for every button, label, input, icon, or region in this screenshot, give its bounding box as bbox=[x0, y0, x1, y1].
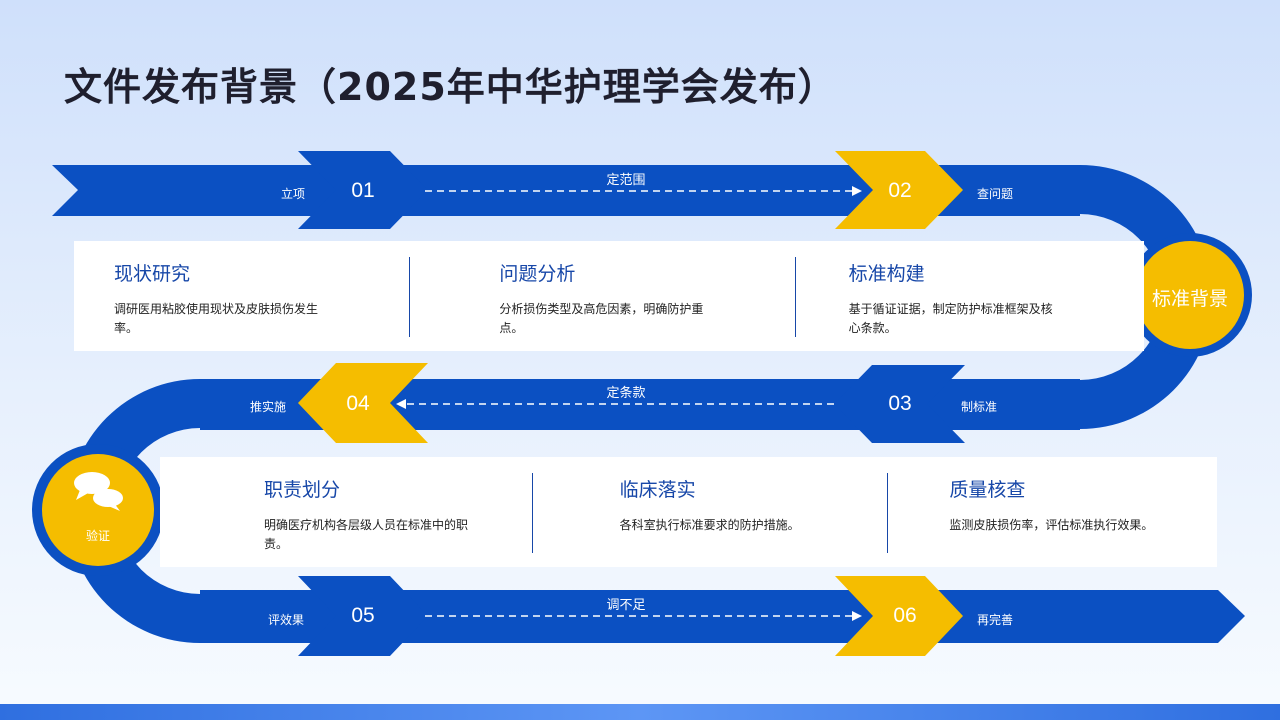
card-desc: 各科室执行标准要求的防护措施。 bbox=[619, 518, 800, 532]
card-title: 质量核查 bbox=[949, 479, 1026, 501]
chevron-01 bbox=[298, 151, 428, 229]
card-status-research: 现状研究 调研医用粘胶使用现状及皮肤损伤发生率。 bbox=[74, 241, 409, 351]
card-desc: 明确医疗机构各层级人员在标准中的职责。 bbox=[264, 518, 469, 551]
connector-label-3: 调不足 bbox=[606, 598, 646, 613]
card-responsibility: 职责划分 明确医疗机构各层级人员在标准中的职责。 bbox=[160, 457, 532, 567]
page-title: 文件发布背景（2025年中华护理学会发布） bbox=[64, 65, 837, 109]
card-title: 问题分析 bbox=[499, 263, 576, 285]
center-node-label: 标准背景 bbox=[1151, 288, 1228, 310]
chevron-03 bbox=[834, 365, 965, 443]
card-clinical-implementation: 临床落实 各科室执行标准要求的防护措施。 bbox=[531, 457, 888, 567]
card-desc: 基于循证证据，制定防护标准框架及核心条款。 bbox=[848, 302, 1053, 335]
step-label-01: 立项 bbox=[281, 187, 306, 201]
flow-band-1 bbox=[52, 165, 1080, 216]
step-number-04: 04 bbox=[346, 392, 370, 415]
step-number-06: 06 bbox=[893, 604, 917, 627]
step-label-02: 查问题 bbox=[977, 187, 1014, 201]
step-number-03: 03 bbox=[888, 392, 912, 415]
connector-label-1: 定范围 bbox=[606, 173, 646, 188]
card-desc: 调研医用粘胶使用现状及皮肤损伤发生率。 bbox=[114, 302, 319, 335]
step-label-03: 制标准 bbox=[961, 400, 998, 414]
side-node bbox=[42, 454, 154, 566]
bottom-accent-bar bbox=[0, 704, 1280, 720]
card-standard-build: 标准构建 基于循证证据，制定防护标准框架及核心条款。 bbox=[794, 241, 1144, 351]
card-quality-check: 质量核查 监测皮肤损伤率，评估标准执行效果。 bbox=[887, 457, 1217, 567]
connector-2 bbox=[396, 399, 834, 409]
chevron-06 bbox=[835, 576, 963, 656]
step-label-04: 推实施 bbox=[250, 400, 287, 414]
card-row-bottom: 职责划分 明确医疗机构各层级人员在标准中的职责。 临床落实 各科室执行标准要求的… bbox=[160, 457, 1217, 567]
side-node-label: 验证 bbox=[85, 529, 110, 543]
chevron-04 bbox=[298, 363, 428, 443]
card-title: 现状研究 bbox=[114, 263, 191, 285]
center-node bbox=[1136, 241, 1244, 349]
step-label-06: 再完善 bbox=[977, 613, 1014, 627]
card-title: 临床落实 bbox=[619, 479, 696, 501]
right-curve-band bbox=[1080, 165, 1212, 429]
card-problem-analysis: 问题分析 分析损伤类型及高危因素，明确防护重点。 bbox=[409, 241, 794, 351]
flow-band-3 bbox=[200, 590, 1245, 643]
card-desc: 分析损伤类型及高危因素，明确防护重点。 bbox=[499, 302, 704, 335]
card-title: 标准构建 bbox=[848, 263, 925, 285]
connector-1 bbox=[425, 186, 862, 196]
chevron-05 bbox=[298, 576, 428, 656]
card-title: 职责划分 bbox=[264, 479, 341, 501]
card-row-top: 现状研究 调研医用粘胶使用现状及皮肤损伤发生率。 问题分析 分析损伤类型及高危因… bbox=[74, 241, 1144, 351]
connector-3 bbox=[425, 611, 862, 621]
step-number-02: 02 bbox=[888, 179, 912, 202]
step-number-05: 05 bbox=[351, 604, 375, 627]
step-label-05: 评效果 bbox=[268, 613, 305, 627]
chat-bubbles-icon bbox=[74, 472, 123, 511]
chevron-02 bbox=[835, 151, 963, 229]
step-number-01: 01 bbox=[351, 179, 375, 202]
card-desc: 监测皮肤损伤率，评估标准执行效果。 bbox=[949, 518, 1154, 532]
connector-label-2: 定条款 bbox=[606, 386, 646, 401]
